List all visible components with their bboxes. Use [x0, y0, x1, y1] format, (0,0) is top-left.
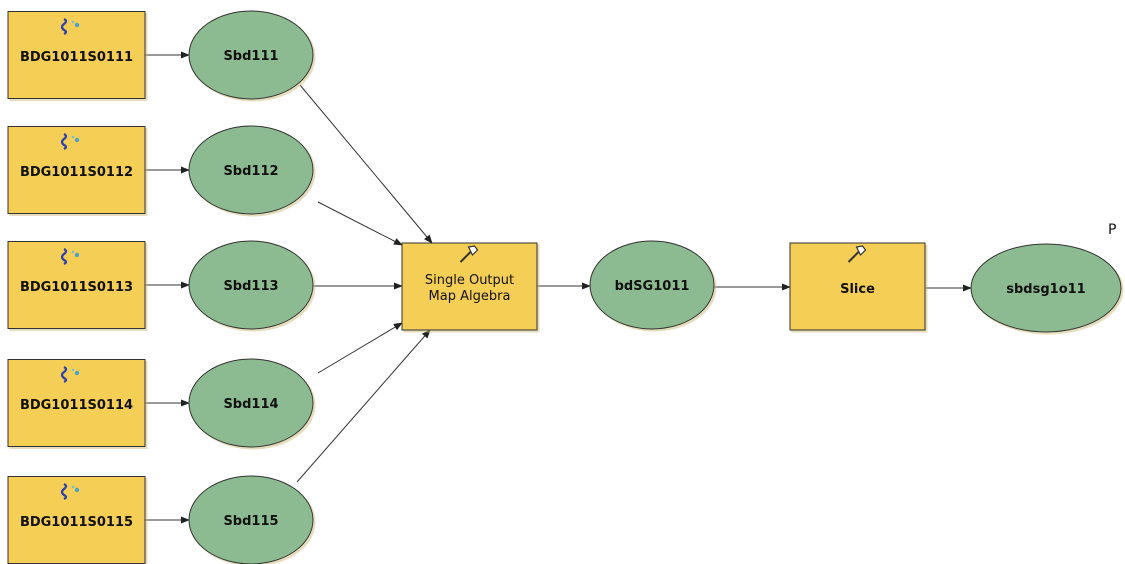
input-dataset-node[interactable]: BDG1011S0114 [7, 359, 146, 447]
raster-dataset-icon [60, 366, 80, 383]
input-dataset-node[interactable]: BDG1011S0115 [7, 476, 146, 564]
connectors [145, 51, 972, 524]
variable-node[interactable]: Sbd111 [188, 10, 314, 100]
hammer-icon [847, 245, 867, 263]
raster-dataset-icon [60, 18, 80, 35]
output-variable-node[interactable]: sbdsg1o11 [970, 243, 1122, 333]
variable-to-tool-arrow [317, 201, 403, 246]
variable-to-tool-arrow [317, 322, 403, 374]
output-label: sbdsg1o11 [1006, 282, 1085, 297]
intermediate-label: bdSG1011 [615, 279, 690, 294]
input-dataset-node[interactable]: BDG1011S0112 [7, 126, 146, 214]
variable-label: Sbd111 [223, 49, 278, 64]
raster-dataset-icon [60, 133, 80, 150]
input-dataset-node[interactable]: BDG1011S0111 [7, 11, 146, 99]
input-dataset-label: BDG1011S0114 [20, 398, 133, 413]
hammer-icon [459, 245, 479, 263]
raster-dataset-icon [60, 483, 80, 500]
variable-to-tool-arrow [299, 84, 433, 244]
input-dataset-label: BDG1011S0113 [20, 280, 133, 295]
tool-label-line1: Single Output [425, 273, 514, 288]
slice-label: Slice [840, 282, 875, 297]
tool-label-line2: Map Algebra [429, 289, 511, 304]
slice-tool-node[interactable]: Slice [789, 242, 926, 331]
variable-node[interactable]: Sbd114 [188, 358, 314, 448]
input-dataset-label: BDG1011S0112 [20, 165, 133, 180]
input-dataset-node[interactable]: BDG1011S0113 [7, 241, 146, 329]
input-dataset-label: BDG1011S0111 [20, 50, 133, 65]
variable-node[interactable]: Sbd113 [188, 240, 314, 330]
raster-dataset-icon [60, 248, 80, 265]
corner-label: P [1108, 222, 1117, 238]
variable-node[interactable]: Sbd115 [188, 475, 314, 564]
variable-label: Sbd112 [223, 164, 278, 179]
variable-node[interactable]: Sbd112 [188, 125, 314, 215]
variable-label: Sbd114 [223, 397, 278, 412]
variable-to-tool-arrow [296, 329, 431, 483]
variable-label: Sbd113 [223, 279, 278, 294]
intermediate-variable-node[interactable]: bdSG1011 [589, 240, 715, 330]
input-dataset-label: BDG1011S0115 [20, 515, 133, 530]
variable-label: Sbd115 [223, 514, 278, 529]
